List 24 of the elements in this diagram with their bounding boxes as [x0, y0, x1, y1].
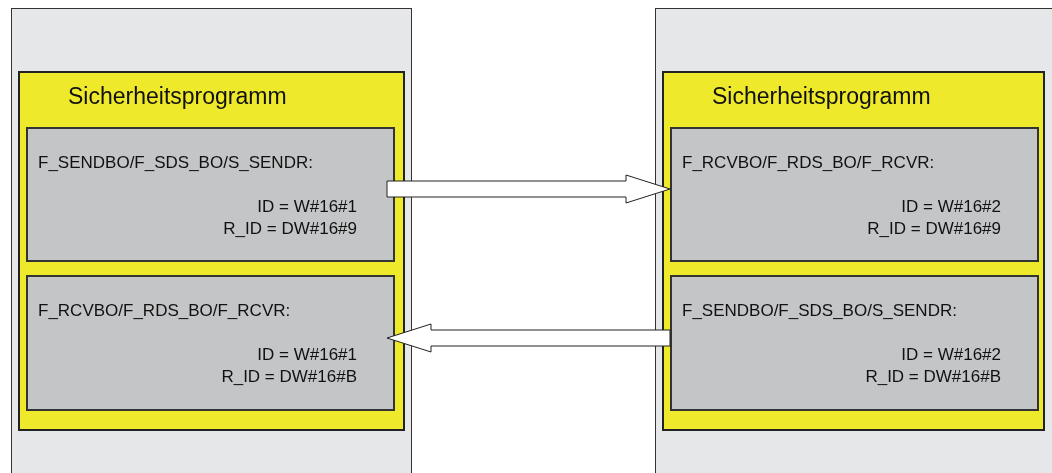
- parameter-text: ID = W#16#1: [257, 197, 357, 217]
- parameter-text: R_ID = DW#16#9: [223, 219, 357, 239]
- program-panel: [662, 71, 1045, 431]
- panel-heading: Sicherheitsprogramm: [712, 83, 932, 110]
- program-panel: [18, 71, 405, 431]
- function-block-box: [670, 275, 1039, 411]
- block-arrow: [386, 323, 671, 353]
- device-panel: [11, 8, 412, 473]
- parameter-text: R_ID = DW#16#B: [865, 367, 1001, 387]
- block-name: F_SENDBO/F_SDS_BO/S_SENDR:: [38, 153, 313, 173]
- function-block-box: [26, 275, 395, 411]
- block-name: F_RCVBO/F_RDS_BO/F_RCVR:: [682, 153, 935, 173]
- function-block-box: [670, 127, 1039, 262]
- panel-heading: Sicherheitsprogramm: [68, 83, 288, 110]
- block-name: F_RCVBO/F_RDS_BO/F_RCVR:: [38, 301, 291, 321]
- function-block-box: [26, 127, 395, 262]
- parameter-text: ID = W#16#1: [257, 345, 357, 365]
- parameter-text: R_ID = DW#16#B: [221, 367, 357, 387]
- parameter-text: ID = W#16#2: [901, 197, 1001, 217]
- parameter-text: ID = W#16#2: [901, 345, 1001, 365]
- block-name: F_SENDBO/F_SDS_BO/S_SENDR:: [682, 301, 957, 321]
- device-panel: [655, 8, 1052, 473]
- parameter-text: R_ID = DW#16#9: [867, 219, 1001, 239]
- block-arrow: [386, 174, 671, 204]
